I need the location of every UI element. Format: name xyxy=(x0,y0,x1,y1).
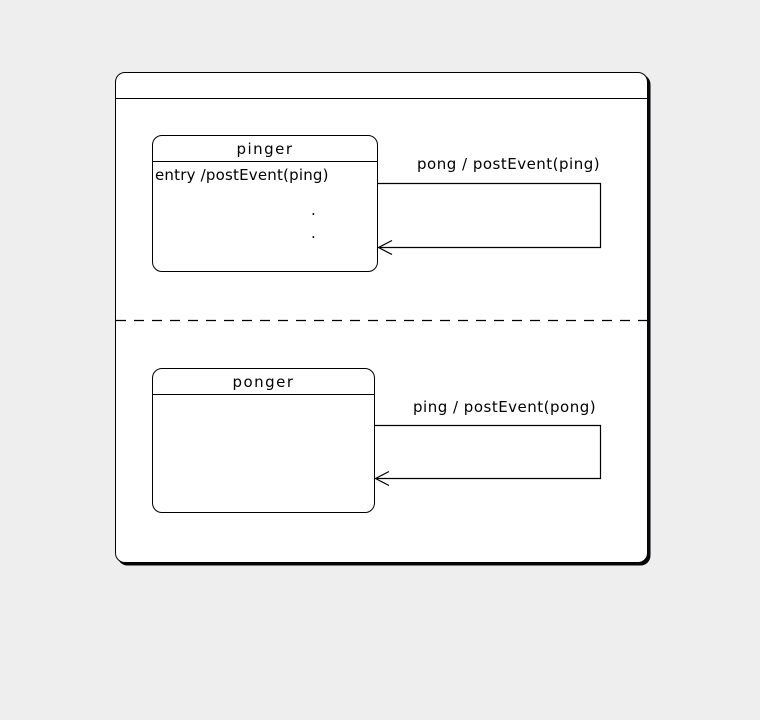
state-machine-title-compartment xyxy=(116,73,647,99)
state-ponger-body xyxy=(153,395,374,403)
state-pinger-title: pinger xyxy=(153,136,377,162)
transition-label-pong: pong / postEvent(ping) xyxy=(417,155,601,173)
ellipsis-dot: . xyxy=(311,224,316,242)
state-ponger: ponger xyxy=(152,368,375,513)
transition-label-ping: ping / postEvent(pong) xyxy=(413,398,597,416)
ellipsis-dot: . xyxy=(311,201,316,219)
state-pinger-entry-action: entry /postEvent(ping) xyxy=(155,166,329,184)
state-pinger-body: entry /postEvent(ping) xyxy=(153,162,377,189)
state-ponger-title: ponger xyxy=(153,369,374,395)
state-pinger: pinger entry /postEvent(ping) . . xyxy=(152,135,378,272)
